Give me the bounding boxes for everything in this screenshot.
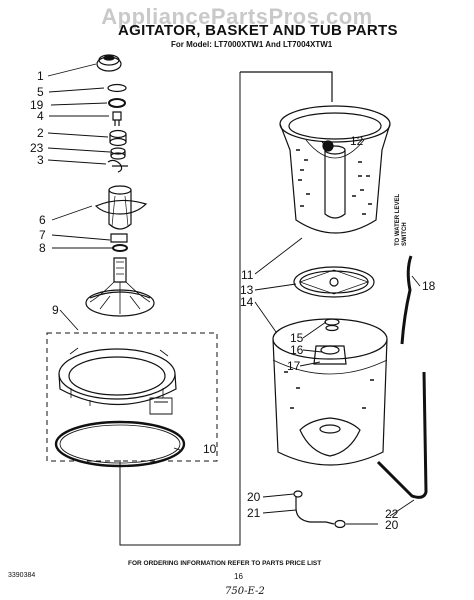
- callout-11: 11: [241, 268, 254, 282]
- callout-2: 2: [37, 126, 44, 140]
- callout-20-upper: 20: [247, 490, 261, 504]
- callout-17: 17: [287, 359, 301, 373]
- callout-4: 4: [37, 109, 44, 123]
- callout-14: 14: [240, 295, 254, 309]
- callout-20-lower: 20: [385, 518, 399, 532]
- drain-hose: [376, 371, 428, 499]
- tub-ring-gasket: [54, 420, 186, 468]
- agitator-cap: [96, 54, 122, 72]
- model-line: For Model: LT7000XTW1 And LT7004XTW1: [171, 40, 333, 49]
- diagram-title: AGITATOR, BASKET AND TUB PARTS: [118, 22, 398, 39]
- nut: [110, 147, 126, 160]
- basket-nut: [322, 140, 334, 152]
- pressure-hose: [400, 255, 413, 345]
- page-number: 16: [234, 572, 243, 581]
- handwritten-note: 750-E-2: [225, 586, 265, 597]
- callout-19: 19: [30, 98, 44, 112]
- callout-1: 1: [37, 69, 44, 83]
- hose-clamp: [293, 490, 346, 529]
- agitator-cam: [109, 129, 127, 147]
- spin-basket: [279, 105, 391, 234]
- callout-6: 6: [39, 213, 46, 227]
- callout-13: 13: [240, 283, 254, 297]
- callout-15: 15: [290, 331, 304, 345]
- bolt: [112, 111, 122, 126]
- callout-12: 12: [350, 134, 364, 148]
- callout-23: 23: [30, 141, 44, 155]
- connector-line: [240, 71, 333, 102]
- clutch-drum: [110, 233, 128, 243]
- callout-8: 8: [39, 241, 46, 255]
- callout-22: 22: [385, 507, 399, 521]
- leader-line: [47, 63, 421, 525]
- document-number: 3390384: [8, 572, 36, 579]
- callout-9: 9: [52, 303, 59, 317]
- tub-ring: [58, 347, 177, 415]
- dogs-clip: [107, 159, 128, 173]
- agitator-barrel: [94, 185, 148, 230]
- callout-16: 16: [290, 343, 304, 357]
- callout-10: 10: [203, 442, 217, 456]
- ordering-note: FOR ORDERING INFORMATION REFER TO PARTS …: [128, 560, 322, 567]
- callout-21: 21: [247, 506, 261, 520]
- callout-7: 7: [39, 228, 46, 242]
- callout-3: 3: [37, 153, 44, 167]
- callout-18: 18: [422, 279, 436, 293]
- seal-ring: [107, 83, 127, 93]
- basket-drive-hub: [293, 266, 375, 298]
- watermark: AppliancePartsPros.com: [101, 4, 373, 29]
- callout-5: 5: [37, 85, 44, 99]
- connector-line: [119, 72, 241, 546]
- agitator-base: [85, 257, 155, 317]
- kit-dashed-box: [46, 332, 218, 462]
- o-ring: [108, 98, 126, 108]
- tub: [272, 318, 388, 466]
